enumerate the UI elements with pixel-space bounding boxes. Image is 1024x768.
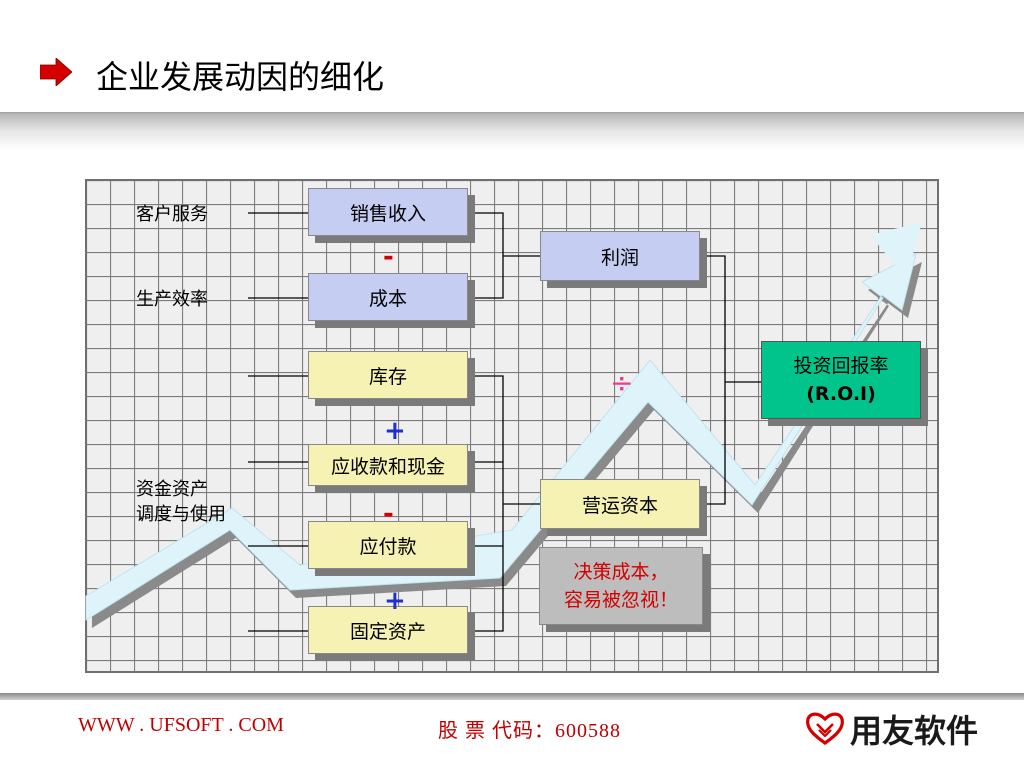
sales-revenue-box: 销售收入 (308, 188, 468, 236)
receivables-cash-box: 应收款和现金 (308, 444, 468, 486)
working-capital-box: 营运资本 (540, 479, 700, 529)
minus-operator: - (383, 242, 394, 272)
divide-operator: ÷ (610, 366, 634, 399)
arrow-right-icon (40, 58, 72, 86)
cost-box: 成本 (308, 273, 468, 321)
customer-service-label: 客户服务 (136, 204, 208, 225)
trend-arrow (85, 222, 922, 628)
roi-label: 投资回报率 (793, 355, 889, 377)
decision-cost-line1: 决策成本， (573, 561, 669, 583)
inventory-box: 库存 (308, 351, 468, 399)
profit-box: 利润 (540, 231, 700, 281)
fixed-assets-box: 固定资产 (308, 606, 468, 654)
heart-logo-icon (806, 712, 844, 745)
capital-label-line2: 调度与使用 (136, 504, 226, 525)
productivity-label: 生产效率 (136, 289, 208, 310)
header-band (0, 112, 1024, 150)
decision-cost-line2: 容易被忽视！ (563, 589, 678, 611)
payables-box: 应付款 (308, 521, 468, 569)
minus-operator: - (383, 499, 394, 529)
decision-cost-box: 决策成本， 容易被忽视！ (539, 547, 703, 625)
roi-abbrev: (R.O.I) (806, 383, 876, 405)
footer-divider (0, 693, 1024, 700)
connector-lines (248, 212, 762, 632)
capital-label-line1: 资金资产 (136, 479, 208, 500)
footer-stock-code: 股 票 代码：600588 (438, 720, 621, 742)
plus-operator: + (384, 586, 406, 616)
page-title: 企业发展动因的细化 (96, 58, 385, 96)
footer-url: WWW . UFSOFT . COM (78, 714, 284, 736)
plus-operator: + (384, 416, 406, 446)
company-logo-text: 用友软件 (850, 712, 979, 750)
roi-box: 投资回报率 (R.O.I) (761, 341, 921, 419)
